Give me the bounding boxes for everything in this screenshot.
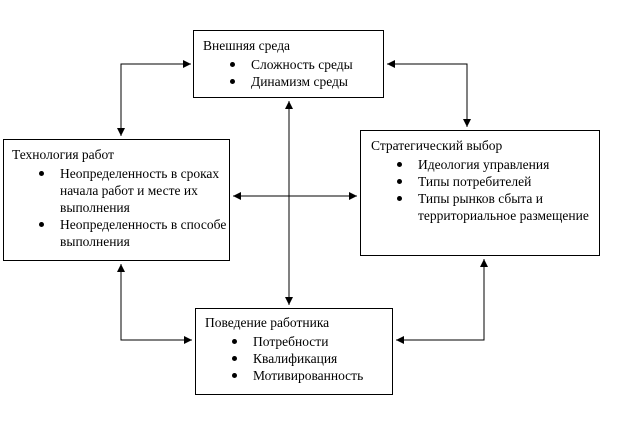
list-item: Идеология управления bbox=[395, 156, 595, 173]
arrow-strategic-behavior bbox=[396, 259, 488, 344]
arrow-technology-behavior bbox=[117, 264, 192, 344]
box-title: Внешняя среда bbox=[203, 38, 291, 53]
list-item: Неопределенность в сроках начала работ и… bbox=[37, 165, 227, 216]
arrow-technology-external bbox=[117, 60, 191, 136]
bullet-list: Идеология управления Типы потребителей Т… bbox=[395, 156, 595, 224]
list-item: Типы потребителей bbox=[395, 173, 595, 190]
bullet-list: Потребности Квалификация Мотивированност… bbox=[230, 333, 363, 384]
list-item: Динамизм среды bbox=[228, 73, 353, 90]
list-item: Типы рынков сбыта и территориальное разм… bbox=[395, 190, 595, 224]
list-item: Мотивированность bbox=[230, 367, 363, 384]
list-item: Потребности bbox=[230, 333, 363, 350]
list-item: Неопределенность в способе выполнения bbox=[37, 216, 227, 250]
strategic-choice-box: Стратегический выбор Идеология управлени… bbox=[360, 130, 600, 256]
list-item: Квалификация bbox=[230, 350, 363, 367]
box-title: Стратегический выбор bbox=[371, 138, 503, 153]
box-title: Поведение работника bbox=[205, 315, 330, 330]
work-technology-box: Технология работ Неопределенность в срок… bbox=[3, 139, 230, 261]
bullet-list: Неопределенность в сроках начала работ и… bbox=[37, 165, 227, 250]
list-item: Сложность среды bbox=[228, 56, 353, 73]
arrow-external-strategic bbox=[387, 60, 471, 127]
box-title: Технология работ bbox=[12, 147, 115, 162]
external-environment-box: Внешняя среда Сложность среды Динамизм с… bbox=[193, 30, 384, 98]
bullet-list: Сложность среды Динамизм среды bbox=[228, 56, 353, 90]
employee-behavior-box: Поведение работника Потребности Квалифик… bbox=[195, 308, 393, 395]
